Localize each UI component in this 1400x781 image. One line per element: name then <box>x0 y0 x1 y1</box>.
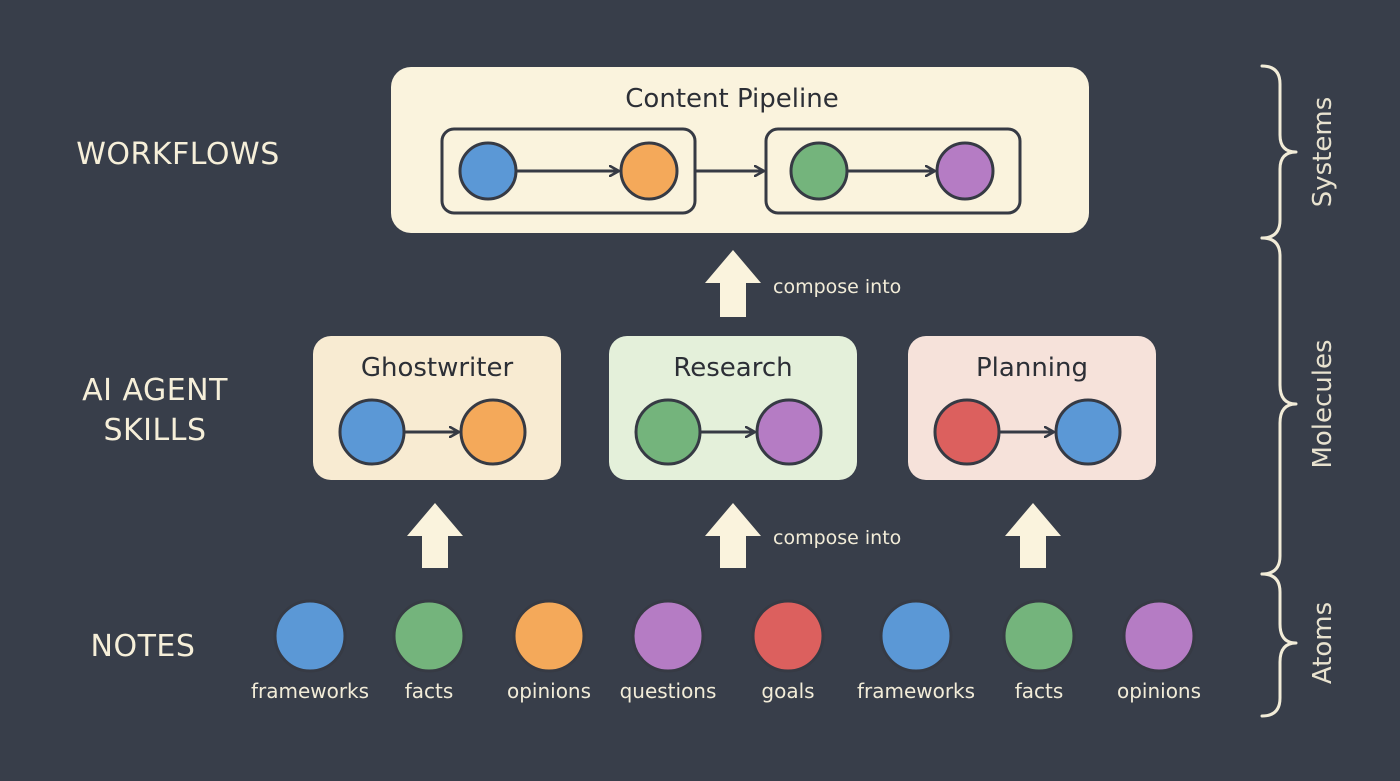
pipeline-node-3-green <box>789 141 849 201</box>
up-arrow-skills-to-workflow <box>705 250 761 317</box>
note-label: frameworks <box>857 679 975 703</box>
note-label: opinions <box>507 679 591 703</box>
pipeline-node-1-blue <box>458 141 518 201</box>
note-frameworks: frameworks <box>251 599 369 703</box>
note-questions: questions <box>620 599 717 703</box>
pipeline-node-4-purple <box>935 141 995 201</box>
skill-node-blue <box>338 398 406 466</box>
note-label: opinions <box>1117 679 1201 703</box>
note-label: questions <box>620 679 717 703</box>
note-goals: goals <box>751 599 825 703</box>
note-dot-orange <box>512 599 586 673</box>
skill-title: Planning <box>976 353 1088 383</box>
note-frameworks: frameworks <box>857 599 975 703</box>
note-dot-blue <box>273 599 347 673</box>
note-opinions: opinions <box>1117 599 1201 703</box>
up-arrow-notes-to-research <box>705 503 761 568</box>
note-facts: facts <box>392 599 466 703</box>
note-opinions: opinions <box>507 599 591 703</box>
brace-atoms <box>1260 572 1298 718</box>
skill-node-purple <box>755 398 823 466</box>
up-arrow-notes-to-planning <box>1005 503 1061 568</box>
level-label-workflows: WORKFLOWS <box>76 137 280 172</box>
side-label-systems: Systems <box>1308 97 1338 208</box>
note-label: frameworks <box>251 679 369 703</box>
skill-title: Ghostwriter <box>361 353 514 383</box>
skill-research: Research <box>609 336 857 480</box>
level-label-skills-line2: SKILLS <box>103 413 206 448</box>
skill-title: Research <box>673 353 792 383</box>
note-label: facts <box>405 679 454 703</box>
workflow-content-pipeline: Content Pipeline <box>391 67 1089 233</box>
note-dot-green <box>392 599 466 673</box>
compose-label-bottom: compose into <box>773 527 901 549</box>
up-arrow-notes-to-ghostwriter <box>407 503 463 568</box>
skill-planning: Planning <box>908 336 1156 480</box>
note-dot-purple <box>631 599 705 673</box>
note-dot-green <box>1002 599 1076 673</box>
pipeline-stage-2-frame <box>764 127 1022 215</box>
compose-label-top: compose into <box>773 276 901 298</box>
brace-systems <box>1260 64 1298 240</box>
skill-node-red <box>933 398 1001 466</box>
note-label: goals <box>761 679 814 703</box>
brace-molecules <box>1260 236 1298 576</box>
pipeline-box <box>391 67 1089 233</box>
note-dot-blue <box>879 599 953 673</box>
pipeline-node-2-orange <box>619 141 679 201</box>
note-label: facts <box>1015 679 1064 703</box>
side-label-atoms: Atoms <box>1308 602 1338 684</box>
skill-node-orange <box>459 398 527 466</box>
note-dot-purple <box>1122 599 1196 673</box>
skill-ghostwriter: Ghostwriter <box>313 336 561 480</box>
level-label-skills-line1: AI AGENT <box>82 373 228 408</box>
pipeline-title: Content Pipeline <box>625 84 838 114</box>
level-label-notes: NOTES <box>91 629 196 664</box>
note-facts: facts <box>1002 599 1076 703</box>
side-label-molecules: Molecules <box>1308 339 1338 468</box>
skill-node-blue <box>1054 398 1122 466</box>
note-dot-red <box>751 599 825 673</box>
skill-node-green <box>634 398 702 466</box>
